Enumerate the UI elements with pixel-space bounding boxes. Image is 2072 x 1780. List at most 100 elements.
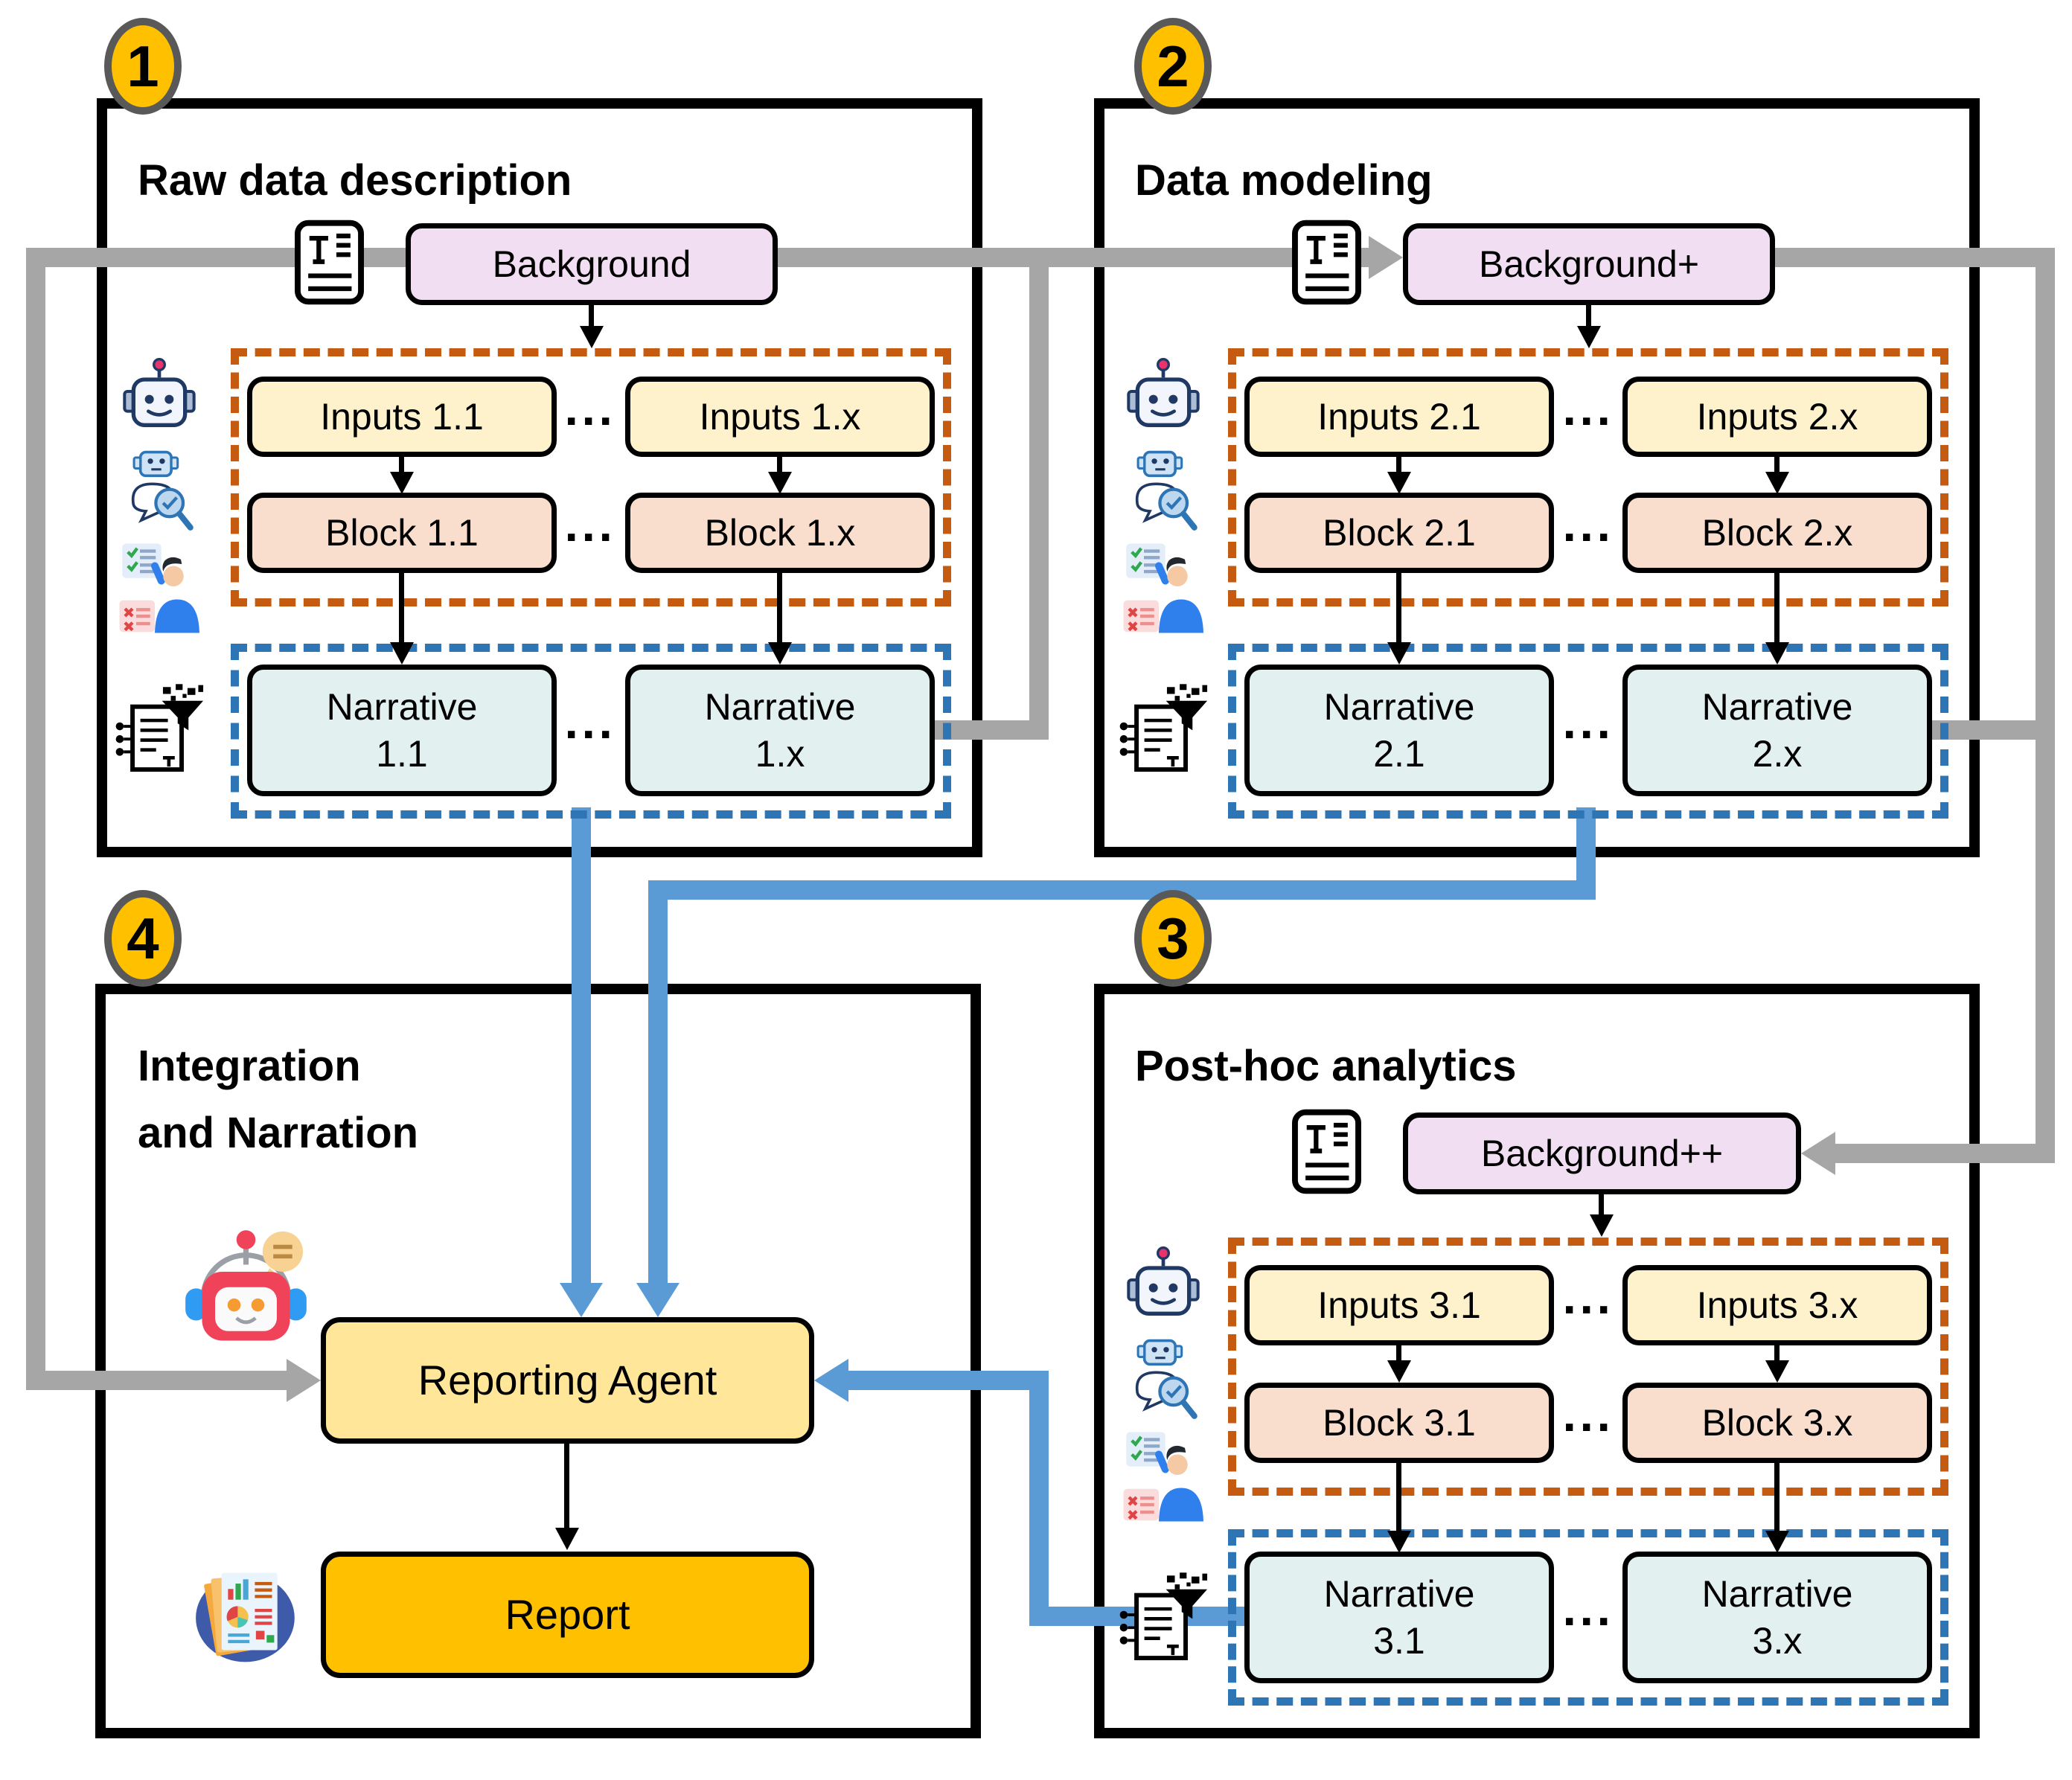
review-agent-icon [121, 446, 199, 540]
arrowhead [1387, 472, 1411, 494]
narrative-label: Narrative [1701, 1573, 1853, 1615]
inputs-label: Inputs 2.x [1696, 395, 1858, 438]
inputs-label: Inputs 3.x [1696, 1284, 1858, 1326]
step-number: 4 [127, 905, 159, 971]
ellipsis: ··· [564, 393, 616, 448]
step-badge-1: 1 [104, 18, 182, 115]
arrowhead [1577, 326, 1601, 348]
arrow-inputs-to-block [777, 457, 782, 472]
arrowhead [555, 1528, 579, 1550]
panel-1-title: Raw data description [138, 156, 572, 205]
narrative-funnel-icon [1118, 1572, 1210, 1664]
blocks-group-1 [231, 348, 951, 606]
arrowhead [580, 326, 604, 348]
background-label: Background++ [1480, 1132, 1724, 1174]
narrative-box-3-x: Narrative 3.x [1622, 1552, 1932, 1683]
narrative-label: Narrative [326, 686, 478, 728]
arrowhead [768, 642, 792, 665]
block-box-2-1: Block 2.1 [1244, 493, 1554, 573]
narrative-label: Narrative [704, 686, 856, 728]
block-label: Block 3.x [1701, 1401, 1853, 1444]
blue-flow-narratives3-into-agent [848, 1371, 1049, 1390]
arrowhead [1765, 1531, 1789, 1553]
ellipsis: ··· [564, 509, 616, 564]
panel-4-title-line2: and Narration [138, 1109, 419, 1158]
block-box-3-1: Block 3.1 [1244, 1383, 1554, 1463]
gray-arrowhead-into-background-plus [1369, 236, 1403, 279]
arrow-block-to-narrative [777, 573, 782, 642]
blue-arrowhead-narratives3-into-agent [814, 1359, 848, 1402]
block-box-1-1: Block 1.1 [247, 493, 557, 573]
gray-flow-from-narrative-2x [1932, 720, 2055, 740]
blue-arrowhead-narratives2-into-agent [636, 1283, 680, 1317]
background-box-1: Background [406, 223, 778, 305]
ellipsis: ··· [1562, 393, 1614, 448]
ellipsis: ··· [1562, 706, 1614, 761]
narrative-index: 2.x [1752, 732, 1803, 775]
reporting-agent-label: Reporting Agent [418, 1357, 717, 1403]
narrative-funnel-icon [114, 683, 206, 775]
narrative-label: Narrative [1323, 1573, 1475, 1615]
gray-flow-from-background-plus [1775, 248, 2055, 267]
human-feedback-icon [1122, 542, 1207, 635]
step-number: 1 [127, 33, 159, 99]
inputs-label: Inputs 1.x [699, 395, 861, 438]
step-badge-2: 2 [1134, 18, 1212, 115]
arrow-block-to-narrative [1774, 573, 1780, 642]
blocks-group-3 [1228, 1238, 1948, 1496]
ellipsis: ··· [1562, 1399, 1614, 1454]
step-badge-4: 4 [104, 890, 182, 987]
arrowhead [1387, 1531, 1411, 1553]
narrative-index: 3.x [1752, 1619, 1803, 1662]
blue-flow-narratives2-vertical [648, 880, 668, 1283]
arrowhead [1765, 642, 1789, 665]
background-box-3: Background++ [1403, 1112, 1801, 1194]
arrow-block-to-narrative [1396, 1463, 1401, 1531]
block-box-3-x: Block 3.x [1622, 1383, 1932, 1463]
narrative-label: Narrative [1701, 686, 1853, 728]
reporting-robot-icon [177, 1222, 315, 1345]
arrow-block-to-narrative [1396, 573, 1401, 642]
review-agent-icon [1125, 446, 1203, 540]
arrow-background-to-inputs-1 [589, 305, 594, 326]
arrowhead [1387, 642, 1411, 665]
human-feedback-icon [118, 542, 203, 635]
text-document-icon [294, 220, 365, 305]
arrowhead [768, 472, 792, 494]
human-feedback-icon [1122, 1430, 1207, 1523]
inputs-box-3-1: Inputs 3.1 [1244, 1265, 1554, 1345]
narratives-group-3 [1228, 1529, 1948, 1706]
arrowhead [1765, 1360, 1789, 1383]
review-agent-icon [1125, 1335, 1203, 1428]
block-label: Block 2.x [1701, 511, 1853, 554]
step-badge-3: 3 [1134, 890, 1212, 987]
gray-flow-narrative1-up-vertical [1029, 248, 1049, 740]
arrowhead [1765, 472, 1789, 494]
reporting-agent-box: Reporting Agent [321, 1317, 814, 1444]
narrative-index: 2.1 [1373, 732, 1425, 775]
arrowhead [1387, 1360, 1411, 1383]
ellipsis: ··· [1562, 1281, 1614, 1336]
narrative-box-2-1: Narrative 2.1 [1244, 665, 1554, 796]
inputs-box-2-x: Inputs 2.x [1622, 377, 1932, 457]
arrow-inputs-to-block [1396, 457, 1401, 472]
gray-flow-right-vertical [2036, 248, 2055, 1163]
report-document-icon [188, 1557, 300, 1668]
background-label: Background [492, 243, 691, 285]
inputs-label: Inputs 1.1 [320, 395, 484, 438]
gray-arrowhead-into-background-plus-plus [1801, 1132, 1835, 1175]
block-label: Block 1.1 [325, 511, 479, 554]
block-label: Block 3.1 [1323, 1401, 1476, 1444]
gray-arrowhead-into-reporting-agent [287, 1359, 321, 1402]
arrowhead [390, 472, 414, 494]
narratives-group-1 [231, 644, 951, 819]
text-document-icon [1291, 1109, 1362, 1194]
arrow-block-to-narrative [1774, 1463, 1780, 1531]
inputs-label: Inputs 3.1 [1317, 1284, 1481, 1326]
narrative-box-2-x: Narrative 2.x [1622, 665, 1932, 796]
arrow-inputs-to-block [399, 457, 404, 472]
ellipsis: ··· [564, 706, 616, 761]
blocks-group-2 [1228, 348, 1948, 606]
step-number: 3 [1157, 905, 1189, 971]
